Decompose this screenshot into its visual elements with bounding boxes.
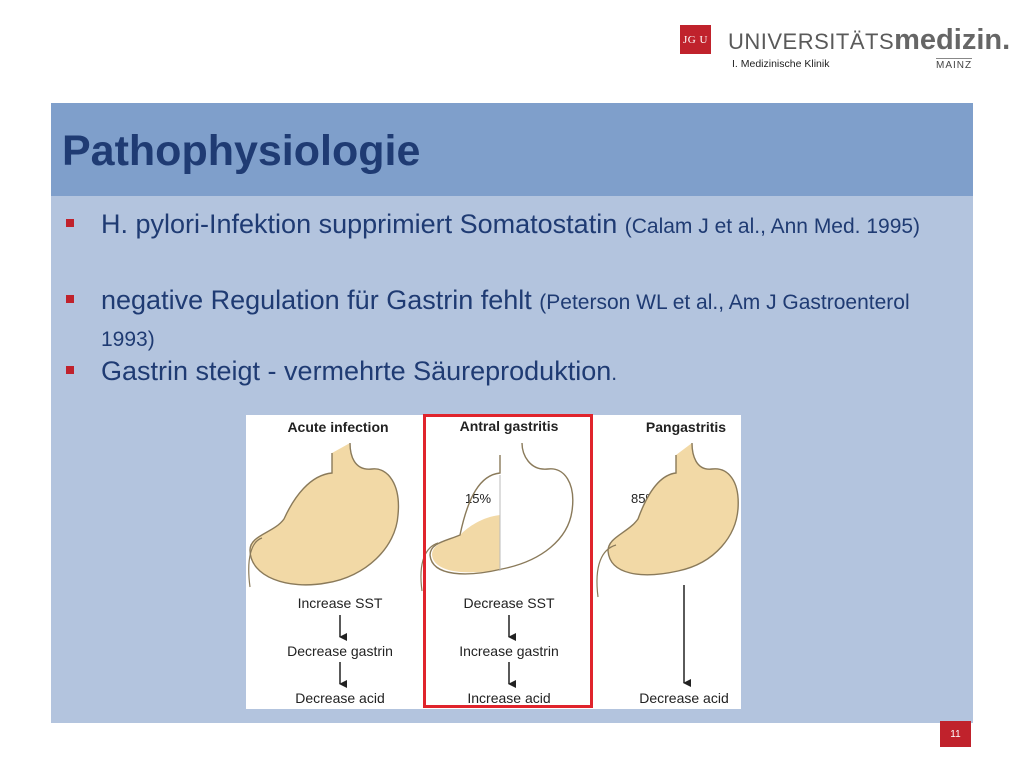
bullet-reference: . <box>611 362 618 385</box>
step-antral-1: Decrease SST <box>463 595 554 611</box>
stomach-antral-outline <box>429 442 574 575</box>
university-wordmark: UNIVERSITÄTSmedizin. <box>728 24 1010 57</box>
stomach-acute <box>249 442 400 586</box>
bullet-square-icon <box>66 219 74 227</box>
antral-percent-label: 15% <box>465 491 491 506</box>
bullet-reference: (Calam J et al., Ann Med. 1995) <box>624 215 921 238</box>
panel-title-acute: Acute infection <box>287 419 388 435</box>
step-acute-3: Decrease acid <box>295 690 385 706</box>
bullet-text: negative Regulation für Gastrin fehlt <box>101 285 532 315</box>
step-acute-1: Increase SST <box>298 595 383 611</box>
bullet-square-icon <box>66 295 74 303</box>
bullet-text: Gastrin steigt - vermehrte Säureprodukti… <box>101 356 612 386</box>
step-antral-2: Increase gastrin <box>459 643 559 659</box>
clinic-name: I. Medizinische Klinik <box>732 58 830 70</box>
bullet-item: negative Regulation für Gastrin fehlt (P… <box>63 283 933 357</box>
slide-title: Pathophysiologie <box>62 127 421 175</box>
bullet-item: Gastrin steigt - vermehrte Säureprodukti… <box>63 354 933 391</box>
gastritis-figure: Acute infection Increase SST Decrease ga… <box>246 415 741 709</box>
bullet-square-icon <box>66 366 74 374</box>
stomach-antral-antrum <box>432 515 500 573</box>
bullet-item: H. pylori-Infektion supprimiert Somatost… <box>63 207 933 244</box>
panel-title-antral: Antral gastritis <box>460 418 559 434</box>
antral-gastritis-highlight-box <box>423 414 593 708</box>
title-bar: Pathophysiologie <box>51 103 973 196</box>
page-number: 11 <box>940 721 971 747</box>
bullet-reference: (Peterson WL et al., Am J Gastroenterol … <box>101 291 910 351</box>
university-logo-mark: JG U <box>680 25 711 54</box>
wordmark-universitaets: UNIVERSITÄTS <box>728 29 895 54</box>
step-acute-2: Decrease gastrin <box>287 643 393 659</box>
wordmark-medizin: medizin. <box>894 24 1011 56</box>
step-pangastritis-1: Decrease acid <box>639 690 729 706</box>
gastritis-diagram: Acute infection Increase SST Decrease ga… <box>248 418 739 706</box>
stomach-pangastritis <box>607 442 739 576</box>
step-antral-3: Increase acid <box>467 690 550 706</box>
city-name: MAINZ <box>936 58 973 71</box>
panel-title-pangastritis: Pangastritis <box>646 419 726 435</box>
bullet-text: H. pylori-Infektion supprimiert Somatost… <box>101 209 618 239</box>
